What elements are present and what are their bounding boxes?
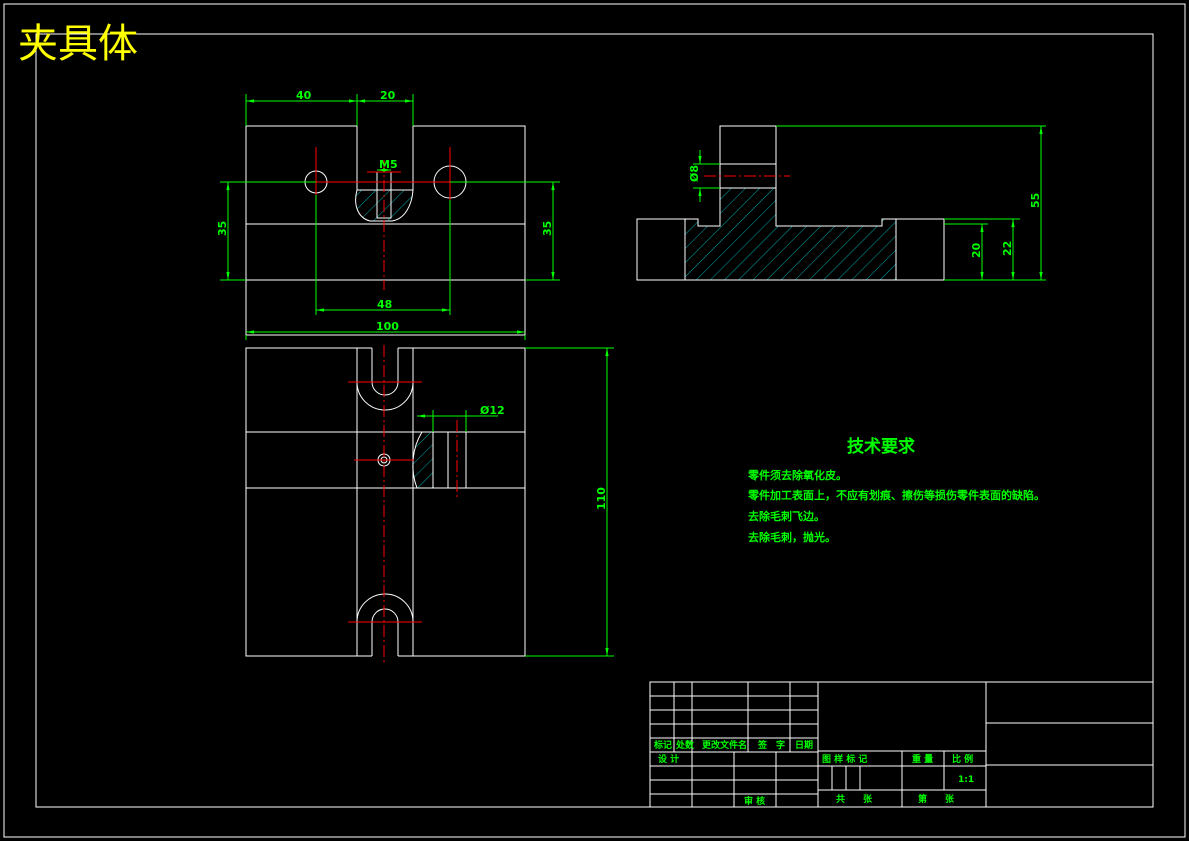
dim-35-left: 35: [216, 221, 229, 236]
dim-100: 100: [376, 320, 399, 333]
tb-count: 处数: [675, 739, 695, 751]
tb-date: 日期: [795, 739, 813, 751]
tb-audit: 审 核: [744, 795, 765, 807]
side-view: [636, 125, 945, 281]
tech-line-1: 零件须去除氧化皮。: [747, 468, 847, 482]
tb-stage: 图 样 标 记: [822, 753, 867, 765]
tb-sheet-no: 第 张: [918, 793, 955, 805]
tb-sign: 签 字: [757, 739, 785, 751]
front-view-dimensions: Ø12 110: [417, 347, 614, 657]
tb-scale-value: 1:1: [958, 775, 974, 785]
dim-20-top: 20: [380, 89, 396, 102]
dim-55: 55: [1029, 193, 1042, 208]
dim-m5: M5: [379, 158, 398, 171]
drawing-title: 夹具体: [18, 21, 138, 67]
tech-line-3: 去除毛刺飞边。: [748, 509, 825, 523]
dim-48: 48: [377, 298, 392, 311]
tech-heading: 技术要求: [847, 436, 915, 457]
tb-doc: 更改文件名: [702, 739, 747, 751]
dim-phi8: Ø8: [688, 165, 701, 182]
tb-design: 设 计: [658, 753, 679, 765]
tb-marker: 标记: [653, 739, 672, 751]
tb-scale-label: 比 例: [952, 753, 973, 765]
tech-line-4: 去除毛刺，抛光。: [748, 530, 836, 544]
tech-line-2: 零件加工表面上，不应有划痕、擦伤等损伤零件表面的缺陷。: [747, 488, 1045, 502]
title-block: 标记 处数 更改文件名 签 字 日期 设 计 审 核 图 样 标 记 重 量 比…: [649, 681, 1154, 808]
dim-40: 40: [296, 89, 312, 102]
sheet-border: [3, 3, 1186, 838]
dim-110: 110: [595, 487, 608, 510]
dim-20-side: 20: [970, 242, 983, 258]
dim-35-right: 35: [541, 221, 554, 236]
side-view-dimensions: Ø8 55 20 22: [688, 125, 1046, 281]
dim-phi12: Ø12: [480, 404, 505, 417]
tb-weight: 重 量: [912, 753, 933, 765]
technical-requirements: 技术要求 零件须去除氧化皮。 零件加工表面上，不应有划痕、擦伤等损伤零件表面的缺…: [747, 436, 1045, 544]
dim-22: 22: [1001, 241, 1014, 256]
tb-sheets: 共 张: [836, 793, 873, 805]
top-view-dimensions: 40 20 M5 35 35 48 100: [216, 89, 560, 340]
front-view: [245, 345, 526, 662]
